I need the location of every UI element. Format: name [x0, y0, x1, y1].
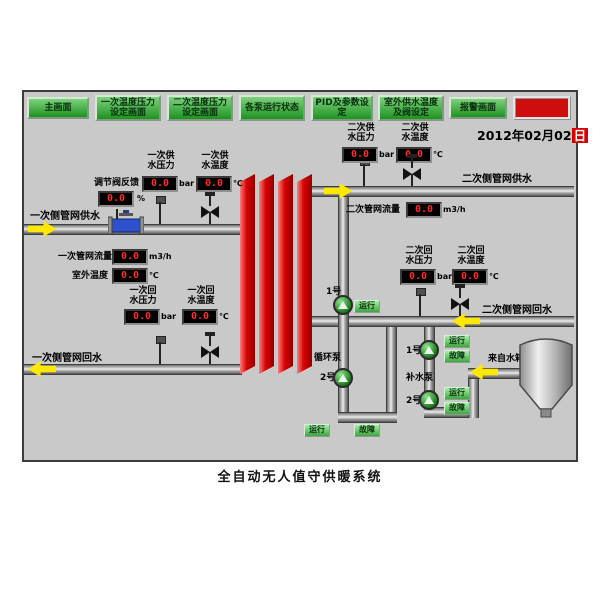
label-primary-supply-pipe: 一次侧管网供水	[30, 211, 100, 222]
pipe-primary-return	[24, 364, 242, 375]
meter-unit: ℃	[219, 312, 229, 321]
meter-unit: m3/h	[149, 252, 172, 261]
meter-label: 二次管网流量	[346, 205, 401, 215]
secondary-return-valve-icon[interactable]	[450, 284, 470, 316]
date-day: 日	[571, 128, 589, 143]
pipe-secondary-supply	[312, 186, 574, 197]
sensor-stem	[363, 164, 365, 186]
meter-unit: %	[137, 194, 146, 203]
meter-unit: ℃	[489, 272, 499, 281]
circulation-pump-2-icon[interactable]	[333, 368, 353, 388]
meter-label: 一次回水压力	[129, 286, 157, 307]
makeup-pump-2-icon[interactable]	[419, 390, 439, 410]
circulation-pump-1-icon[interactable]	[333, 295, 353, 315]
meter-value: 0.0	[112, 268, 148, 284]
makeup-pump-1-run-badge: 运行	[444, 335, 470, 348]
sensor-stem	[419, 294, 421, 316]
meter-unit: bar	[161, 312, 177, 321]
label-secondary-return-pipe: 二次侧管网回水	[482, 305, 552, 316]
meter-value: 0.0	[400, 269, 436, 285]
meter-value: 0.0	[342, 147, 378, 163]
nav-outdoor-valve-button[interactable]: 室外供水温度及阀设定	[378, 95, 444, 121]
meter-unit: bar	[179, 179, 195, 188]
meter-value: 0.0	[452, 269, 488, 285]
alarm-lamp-icon	[513, 96, 571, 120]
nav-pid-settings-button[interactable]: PID及参数设定	[311, 95, 373, 121]
makeup-pump-2-run-badge: 运行	[444, 387, 470, 400]
meter-unit: bar	[379, 150, 395, 159]
meter-unit: bar	[437, 272, 453, 281]
meter-value: 0.0	[196, 176, 232, 192]
meter-label: 二次供水温度	[401, 123, 429, 144]
meter-unit: ℃	[149, 271, 159, 280]
meter-unit: ℃	[433, 150, 443, 159]
circulation-pump-1-run-badge: 运行	[354, 300, 380, 313]
circulation-pump-2-label: 2号	[320, 373, 336, 383]
label-primary-return-pipe: 一次侧管网回水	[32, 353, 102, 364]
primary-supply-valve-icon[interactable]	[200, 192, 220, 224]
circulation-pump-1-label: 1号	[326, 287, 342, 297]
meter-unit: ℃	[233, 179, 243, 188]
meter-value: 0.0	[406, 202, 442, 218]
sensor-stem	[159, 202, 161, 224]
sensor-stem	[159, 342, 161, 364]
meter-label: 室外温度	[72, 271, 109, 281]
sensor-icon	[416, 288, 426, 296]
meter-label: 调节阀反馈	[94, 178, 140, 188]
pipe-makeup-leg	[424, 327, 435, 418]
makeup-pump-1-fault-badge: 故障	[444, 350, 470, 363]
meter-value: 0.0	[98, 191, 134, 207]
meter-value: 0.0	[182, 309, 218, 325]
meter-value: 0.0	[142, 176, 178, 192]
meter-label: 一次回水温度	[187, 286, 215, 307]
sensor-stem	[116, 209, 118, 219]
meter-label: 二次回水温度	[457, 246, 485, 267]
makeup-pumps-label: 补水泵	[406, 373, 434, 383]
heat-exchanger-plate	[240, 174, 255, 374]
makeup-pump-1-icon[interactable]	[419, 340, 439, 360]
nav-main-screen-button[interactable]: 主画面	[27, 97, 89, 119]
label-secondary-supply-pipe: 二次侧管网供水	[462, 174, 532, 185]
primary-return-valve-icon[interactable]	[200, 332, 220, 364]
pipe-secondary-return	[312, 316, 574, 327]
regulating-valve-icon[interactable]	[108, 210, 144, 238]
date-text: 2012年02月02	[477, 128, 572, 143]
meter-label: 一次供水温度	[201, 151, 229, 172]
heat-exchanger-plate	[297, 174, 312, 374]
nav-secondary-setpoint-button[interactable]: 二次温度压力设定画面	[167, 95, 233, 121]
nav-primary-setpoint-button[interactable]: 一次温度压力设定画面	[95, 95, 161, 121]
nav-alarm-screen-button[interactable]: 报警画面	[449, 97, 507, 119]
circulation-pump-2-fault-badge: 故障	[354, 424, 380, 437]
circulation-pumps-label: 循环泵	[314, 353, 342, 363]
secondary-supply-valve-icon[interactable]	[402, 154, 422, 186]
makeup-pump-2-label: 2号	[406, 396, 422, 406]
meter-label: 二次供水压力	[347, 123, 375, 144]
meter-value: 0.0	[112, 249, 148, 265]
nav-pump-status-button[interactable]: 各泵运行状态	[239, 95, 305, 121]
makeup-pump-2-fault-badge: 故障	[444, 402, 470, 415]
meter-unit: m3/h	[443, 205, 466, 214]
pipe-circulation-right-leg	[386, 327, 397, 422]
circulation-pump-2-run-badge: 运行	[304, 424, 330, 437]
sensor-icon	[156, 336, 166, 344]
heat-exchanger	[240, 174, 316, 374]
pipe-circulation-bottom	[338, 412, 397, 423]
label-from-tank: 来自水箱	[488, 354, 525, 364]
page-title: 全自动无人值守供暖系统	[217, 470, 383, 485]
meter-label: 一次管网流量	[58, 252, 113, 262]
meter-label: 一次供水压力	[147, 151, 175, 172]
makeup-pump-1-label: 1号	[406, 346, 422, 356]
sensor-icon	[156, 196, 166, 204]
water-tank-icon	[519, 338, 573, 418]
meter-value: 0.0	[124, 309, 160, 325]
meter-label: 二次回水压力	[405, 246, 433, 267]
heat-exchanger-plate	[278, 174, 293, 374]
heat-exchanger-plate	[259, 174, 274, 374]
